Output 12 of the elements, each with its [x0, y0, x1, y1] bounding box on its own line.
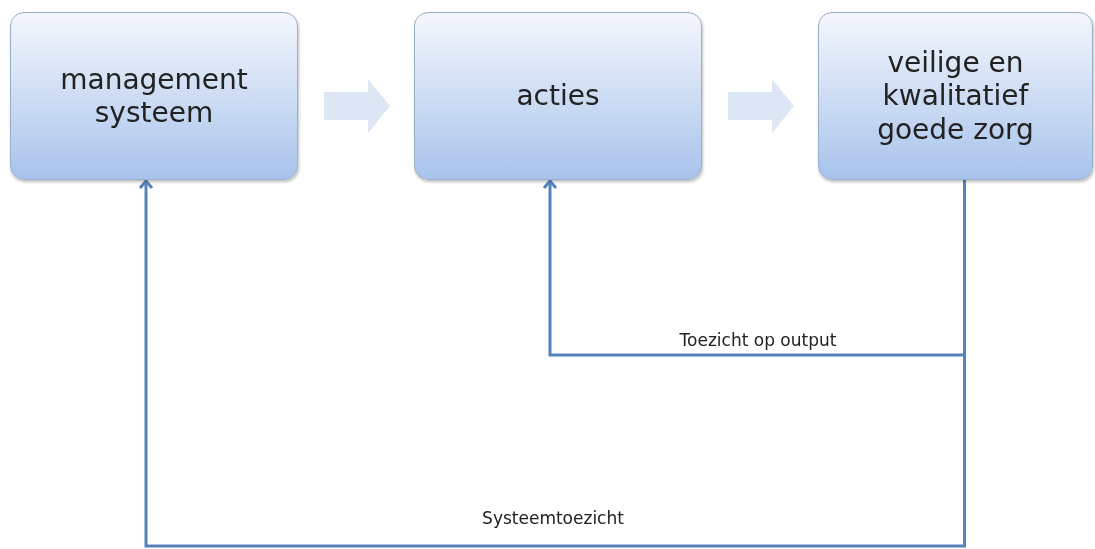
arrow	[542, 179, 966, 357]
process-box	[818, 12, 1093, 180]
process-box	[414, 12, 702, 180]
node-text: management systeem	[59, 62, 249, 130]
node-text: acties	[515, 79, 601, 113]
process-box	[10, 12, 298, 180]
arrow	[138, 179, 966, 548]
edge-label: Toezicht op output	[679, 330, 837, 350]
block-arrow	[728, 79, 794, 133]
node-text: veilige en kwalitatief goede zorg	[876, 46, 1035, 146]
edge-label: Systeemtoezicht	[482, 508, 624, 528]
block-arrow	[324, 79, 390, 133]
